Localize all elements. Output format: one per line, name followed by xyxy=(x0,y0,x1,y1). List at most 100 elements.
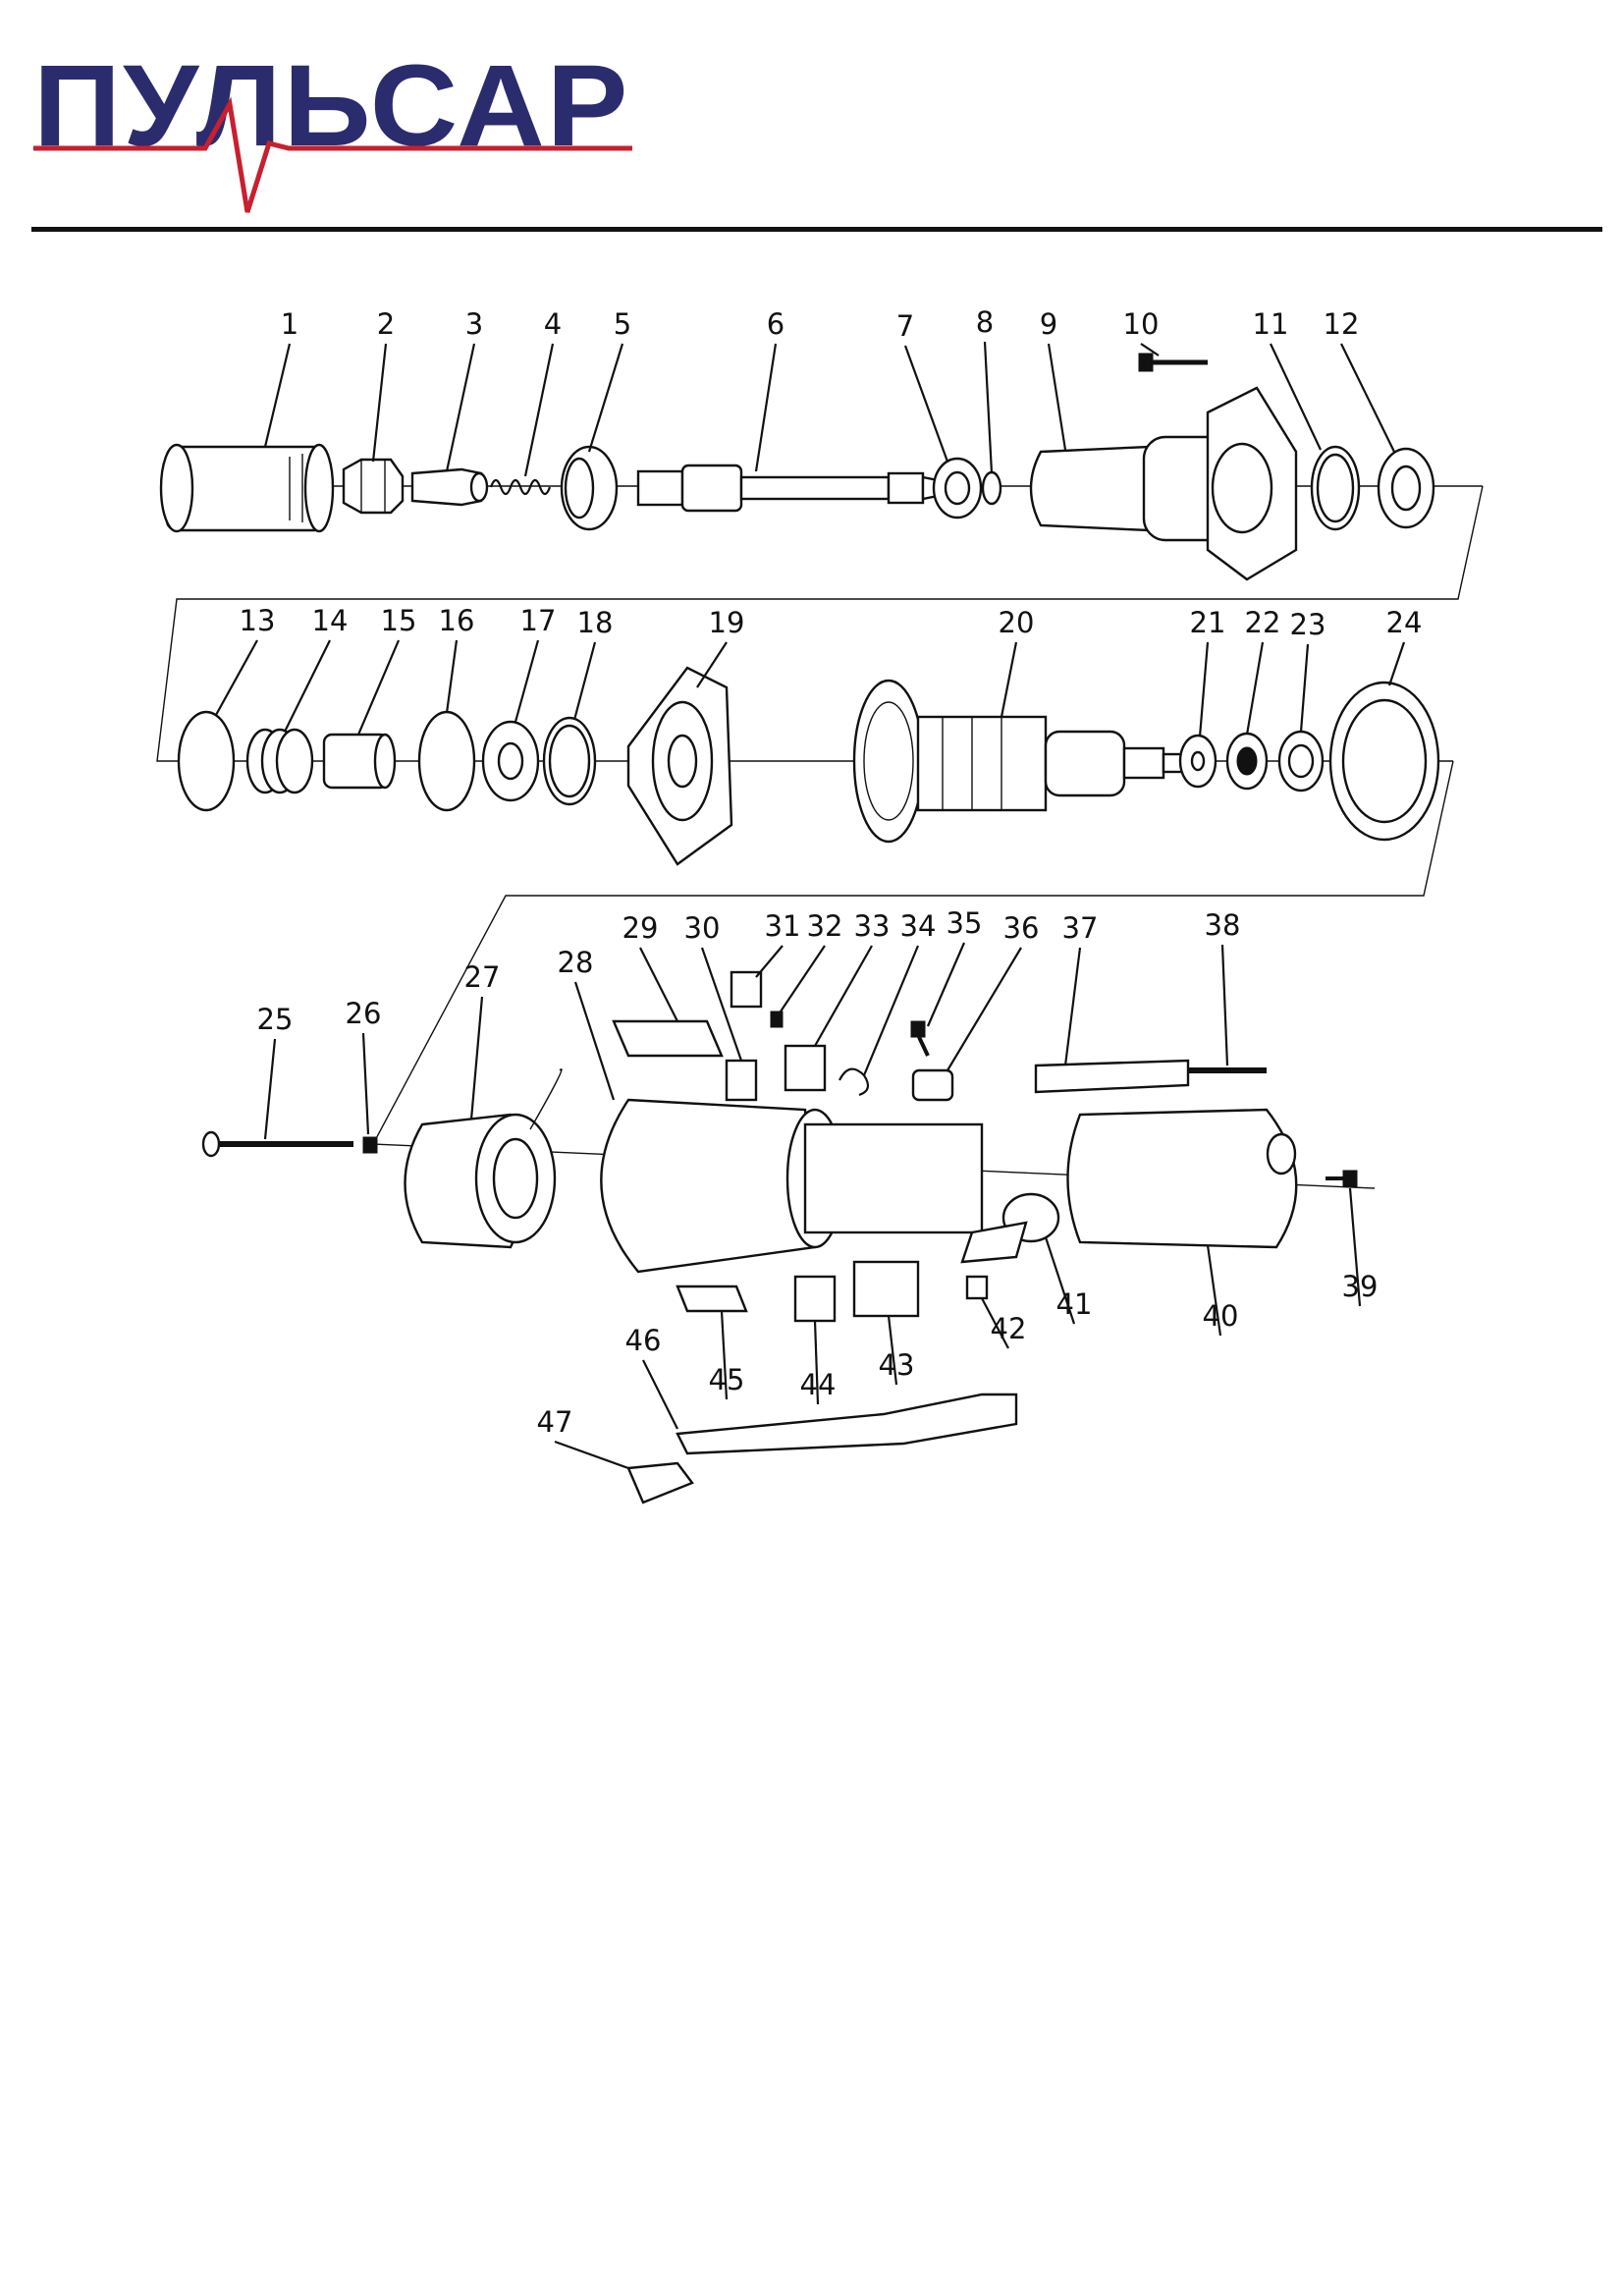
leader-line-47 xyxy=(554,1440,629,1470)
part-number-26: 26 xyxy=(346,997,382,1030)
leader-line-29 xyxy=(639,947,678,1022)
leader-line-34 xyxy=(862,945,920,1076)
part-9-gear-housing xyxy=(1029,386,1298,581)
part-28-motor-housing xyxy=(600,1098,984,1274)
leader-line-40 xyxy=(1206,1244,1222,1337)
part-number-44: 44 xyxy=(800,1368,837,1401)
part-33-brush-holder xyxy=(784,1044,827,1092)
part-number-7: 7 xyxy=(896,309,914,343)
part-number-28: 28 xyxy=(558,946,594,979)
part-number-42: 42 xyxy=(991,1312,1027,1345)
leader-line-16 xyxy=(445,639,459,714)
leader-line-43 xyxy=(887,1315,898,1386)
leader-line-35 xyxy=(926,942,966,1027)
part-number-36: 36 xyxy=(1003,911,1040,945)
leader-line-5 xyxy=(587,343,624,453)
leader-line-8 xyxy=(983,341,994,474)
part-number-40: 40 xyxy=(1203,1299,1239,1333)
part-47-button xyxy=(626,1461,694,1504)
leader-line-9 xyxy=(1047,343,1067,451)
leader-line-46 xyxy=(642,1359,678,1430)
part-11-ring xyxy=(1310,445,1361,531)
part-number-25: 25 xyxy=(257,1003,294,1036)
part-number-39: 39 xyxy=(1342,1270,1379,1303)
part-25-long-screw xyxy=(201,1130,353,1158)
part-number-20: 20 xyxy=(999,606,1035,639)
part-number-37: 37 xyxy=(1062,911,1099,945)
part-32-screw xyxy=(770,1011,784,1028)
leader-line-6 xyxy=(754,343,778,472)
part-17-bearing xyxy=(481,720,540,802)
part-40-rear-cover xyxy=(1066,1108,1298,1249)
leader-line-20 xyxy=(1000,641,1018,718)
part-44-capacitor xyxy=(793,1275,837,1323)
part-number-2: 2 xyxy=(377,307,395,341)
part-number-31: 31 xyxy=(765,909,801,943)
leader-line-36 xyxy=(947,947,1022,1071)
part-20-armature xyxy=(852,679,1185,844)
part-24-baffle xyxy=(1328,681,1440,842)
part-number-9: 9 xyxy=(1040,307,1057,341)
part-number-38: 38 xyxy=(1205,908,1241,942)
leader-line-24 xyxy=(1387,641,1406,686)
leader-line-21 xyxy=(1198,641,1210,738)
part-39-screw xyxy=(1325,1170,1358,1187)
part-number-30: 30 xyxy=(684,911,721,945)
part-36-cable-clamp xyxy=(911,1068,954,1102)
part-35-screw xyxy=(910,1020,930,1057)
leader-line-44 xyxy=(813,1320,820,1405)
leader-line-7 xyxy=(903,345,949,463)
part-number-35: 35 xyxy=(947,906,983,940)
part-number-17: 17 xyxy=(520,604,557,637)
part-number-10: 10 xyxy=(1123,307,1160,341)
part-30-brush-holder xyxy=(725,1059,758,1102)
part-6-spindle xyxy=(636,464,945,513)
part-8-ring xyxy=(981,470,1002,506)
leader-line-10 xyxy=(1140,343,1160,356)
part-23-bushing xyxy=(1277,730,1325,793)
part-10-screw xyxy=(1138,353,1208,372)
part-number-24: 24 xyxy=(1386,606,1423,639)
leader-line-18 xyxy=(572,641,597,721)
part-number-18: 18 xyxy=(577,606,614,639)
pulse-line-icon xyxy=(33,96,632,213)
leader-line-27 xyxy=(469,996,484,1121)
part-31-brush xyxy=(730,970,763,1009)
part-number-6: 6 xyxy=(767,307,784,341)
brand-name: ПУЛЬСАР xyxy=(33,41,630,171)
leader-line-22 xyxy=(1245,641,1265,736)
leader-line-37 xyxy=(1063,947,1082,1066)
part-number-16: 16 xyxy=(439,604,475,637)
part-15-sleeve xyxy=(322,733,397,790)
leader-line-15 xyxy=(356,639,401,736)
part-number-21: 21 xyxy=(1190,606,1226,639)
part-12-bearing xyxy=(1377,447,1435,529)
leader-line-33 xyxy=(814,945,873,1047)
part-43-switch xyxy=(852,1260,920,1318)
brand-logo: ПУЛЬСАР xyxy=(33,47,642,219)
leader-line-19 xyxy=(696,641,728,688)
part-22-bearing xyxy=(1225,732,1269,791)
part-number-32: 32 xyxy=(807,909,843,943)
part-7-bearing xyxy=(932,457,983,519)
leader-line-1 xyxy=(263,343,292,448)
leader-line-3 xyxy=(445,343,476,472)
leader-line-39 xyxy=(1348,1187,1362,1307)
part-number-11: 11 xyxy=(1253,307,1289,341)
part-number-14: 14 xyxy=(312,604,349,637)
part-29-label xyxy=(612,1019,724,1058)
leader-line-25 xyxy=(263,1038,277,1140)
leader-line-28 xyxy=(573,981,616,1101)
part-number-12: 12 xyxy=(1324,307,1360,341)
leader-line-11 xyxy=(1270,343,1322,451)
part-number-23: 23 xyxy=(1290,608,1326,641)
part-45-label xyxy=(676,1285,748,1313)
leader-line-13 xyxy=(215,639,258,716)
leader-line-2 xyxy=(371,343,388,463)
leader-line-17 xyxy=(514,639,540,723)
leader-line-30 xyxy=(700,947,743,1062)
leader-line-42 xyxy=(981,1297,1009,1349)
part-number-15: 15 xyxy=(381,604,417,637)
